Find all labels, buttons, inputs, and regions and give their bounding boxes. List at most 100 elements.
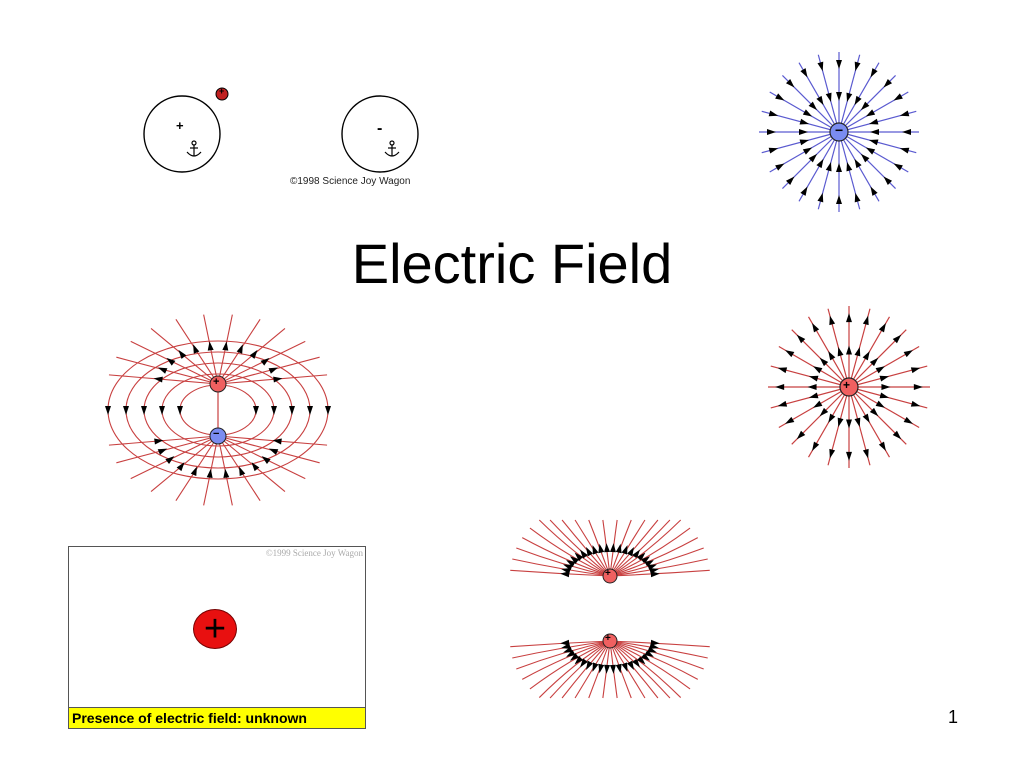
field-arrow (141, 405, 147, 415)
field-arrow (829, 315, 836, 326)
field-arrow (913, 384, 923, 390)
field-arrow (892, 430, 902, 440)
field-arrow (862, 448, 869, 459)
field-arrow (768, 147, 779, 154)
field-arrow (910, 400, 921, 407)
field-line (516, 640, 611, 670)
field-line (217, 435, 286, 492)
field-line (609, 640, 710, 648)
field-arrow (812, 441, 820, 451)
dipole-positive-sign: + (213, 376, 220, 388)
field-line (217, 340, 306, 385)
field-line (521, 537, 611, 577)
field-line (529, 640, 611, 690)
field-arrow (881, 384, 891, 390)
field-arrow (766, 129, 776, 135)
field-arrow (868, 139, 879, 146)
field-arrow (910, 367, 921, 374)
field-line (521, 640, 611, 680)
electric-field-demo[interactable]: ©1999 Science Joy Wagon + Presence of el… (68, 546, 366, 729)
field-arrow (574, 552, 584, 562)
probe-charge (215, 87, 229, 101)
field-arrow (854, 417, 861, 428)
field-arrow (222, 341, 229, 351)
field-arrow (580, 658, 588, 668)
field-line (529, 527, 611, 577)
field-arrow (627, 660, 634, 670)
field-arrow (166, 357, 176, 366)
field-arrow (785, 78, 795, 88)
field-arrow (860, 153, 870, 163)
field-line (108, 374, 219, 385)
field-arrow (808, 392, 819, 399)
field-line (130, 340, 219, 385)
field-arrow (837, 417, 844, 428)
charge-circle (839, 377, 859, 397)
field-line (609, 640, 708, 659)
field-arrow (157, 448, 168, 455)
field-line (512, 640, 611, 659)
field-arrow (816, 95, 824, 106)
field-arrow (123, 405, 129, 415)
field-arrow (878, 441, 886, 451)
field-line (609, 640, 704, 670)
field-arrow (566, 649, 576, 657)
field-arrow (586, 547, 593, 557)
field-arrow (854, 346, 861, 357)
field-arrow (846, 419, 852, 429)
field-arrow (816, 158, 824, 169)
field-arrow (289, 405, 295, 415)
field-arrow (836, 163, 842, 173)
field-arrow (177, 405, 183, 415)
test-charge[interactable]: + (193, 609, 237, 649)
field-arrow (819, 357, 829, 367)
field-arrow (808, 101, 818, 111)
field-arrow (615, 543, 622, 554)
field-arrow (808, 375, 819, 382)
field-arrow (870, 186, 878, 196)
field-line (217, 435, 320, 464)
charge-circle (209, 427, 227, 445)
field-arrow (239, 466, 246, 476)
field-arrow (615, 663, 622, 674)
field-arrow (775, 384, 785, 390)
field-arrow (800, 68, 808, 78)
field-line (609, 519, 671, 577)
field-arrow (260, 357, 270, 366)
page-number: 1 (948, 707, 959, 727)
field-arrow (598, 663, 605, 674)
field-arrow (178, 349, 187, 359)
field-arrow (157, 367, 168, 374)
field-arrow (860, 101, 870, 111)
field-line (538, 519, 611, 577)
field-arrow (869, 407, 879, 417)
field-arrow (650, 639, 660, 646)
field-arrow (569, 556, 579, 565)
field-line (609, 569, 710, 577)
field-arrow (903, 416, 913, 424)
field-arrow (223, 468, 230, 479)
field-arrow (875, 366, 885, 374)
field-arrow (592, 545, 599, 555)
field-arrow (580, 549, 588, 559)
copyright-1999: ©1999 Science Joy Wagon (265, 548, 363, 558)
field-line (116, 356, 219, 385)
negative-charge-field-diagram (759, 52, 919, 212)
field-arrow (879, 375, 890, 382)
field-arrow (176, 462, 185, 472)
field-arrow (883, 176, 893, 186)
field-line (510, 569, 611, 577)
field-arrow (193, 344, 200, 354)
field-arrow (159, 405, 165, 415)
field-arrow (621, 545, 628, 555)
field-arrow (883, 78, 893, 88)
field-arrow (268, 367, 279, 374)
field-arrow (632, 658, 640, 668)
field-arrow (165, 456, 175, 464)
test-charge-sign: + (203, 608, 227, 650)
field-arrow (563, 646, 573, 653)
field-arrow (627, 547, 634, 557)
field-arrow (325, 405, 331, 415)
field-line (217, 356, 320, 385)
like-charge-top-sign: + (605, 568, 611, 579)
